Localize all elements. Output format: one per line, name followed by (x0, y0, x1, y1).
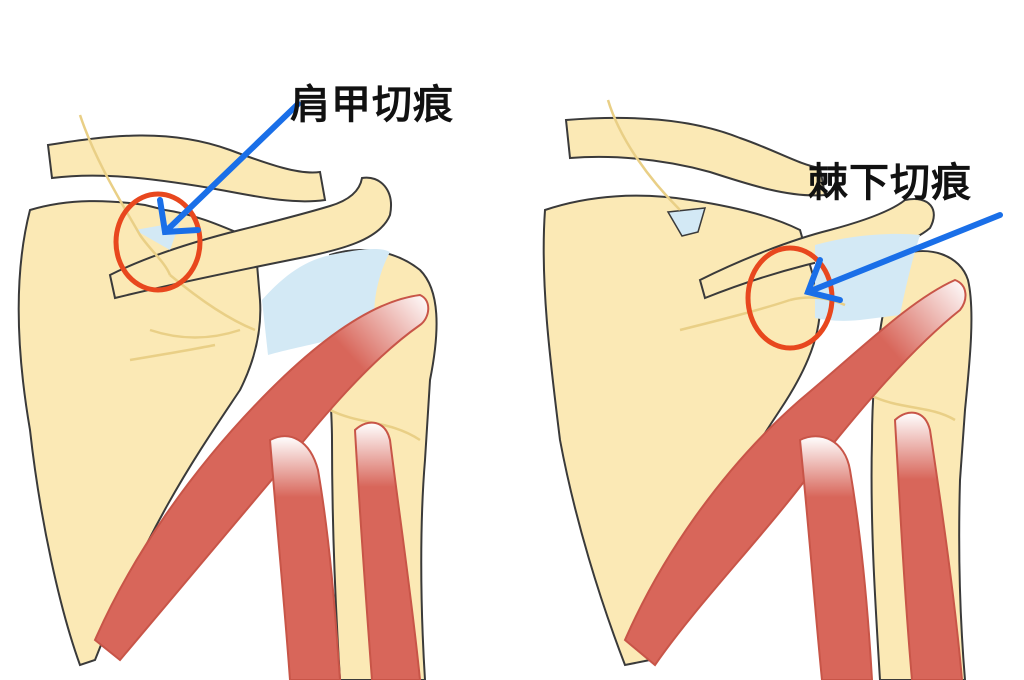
right-notch-cavity (666, 207, 707, 237)
left-scapula (17, 200, 262, 667)
left-muscle-long-head (268, 435, 342, 680)
left-nerve-3 (149, 328, 241, 339)
label-scapular-notch: 肩甲切痕 (290, 82, 454, 128)
left-arrow-pointer (157, 101, 301, 236)
label-spinoglenoid-notch: 棘下切痕 (808, 160, 972, 206)
right-nerve-4 (869, 393, 956, 422)
right-nerve-1 (606, 99, 681, 211)
right-arrow-head (804, 257, 843, 303)
right-shoulder (542, 99, 1003, 680)
right-arrow-shaft (805, 212, 1003, 295)
left-clavicle (46, 134, 327, 203)
left-cavity (262, 248, 390, 355)
left-arrow-shaft (162, 101, 301, 235)
left-arrow-head (157, 197, 201, 236)
right-nerve-2 (679, 298, 791, 332)
right-arrow-pointer (804, 212, 1003, 303)
left-shoulder (17, 101, 438, 680)
right-muscle-long-head (798, 435, 874, 680)
right-clavicle (564, 116, 827, 197)
left-nerve-4 (129, 343, 216, 362)
right-muscle-lateral (893, 411, 964, 680)
left-muscle-lateral (353, 421, 422, 680)
right-nerve-3 (789, 296, 846, 307)
left-muscle-teres-major (93, 293, 430, 662)
right-muscle-teres-major (623, 278, 967, 667)
left-acromion (108, 176, 392, 300)
left-red-circle-marker (113, 191, 203, 293)
right-nerves (606, 99, 956, 422)
left-nerve-1 (78, 114, 172, 276)
